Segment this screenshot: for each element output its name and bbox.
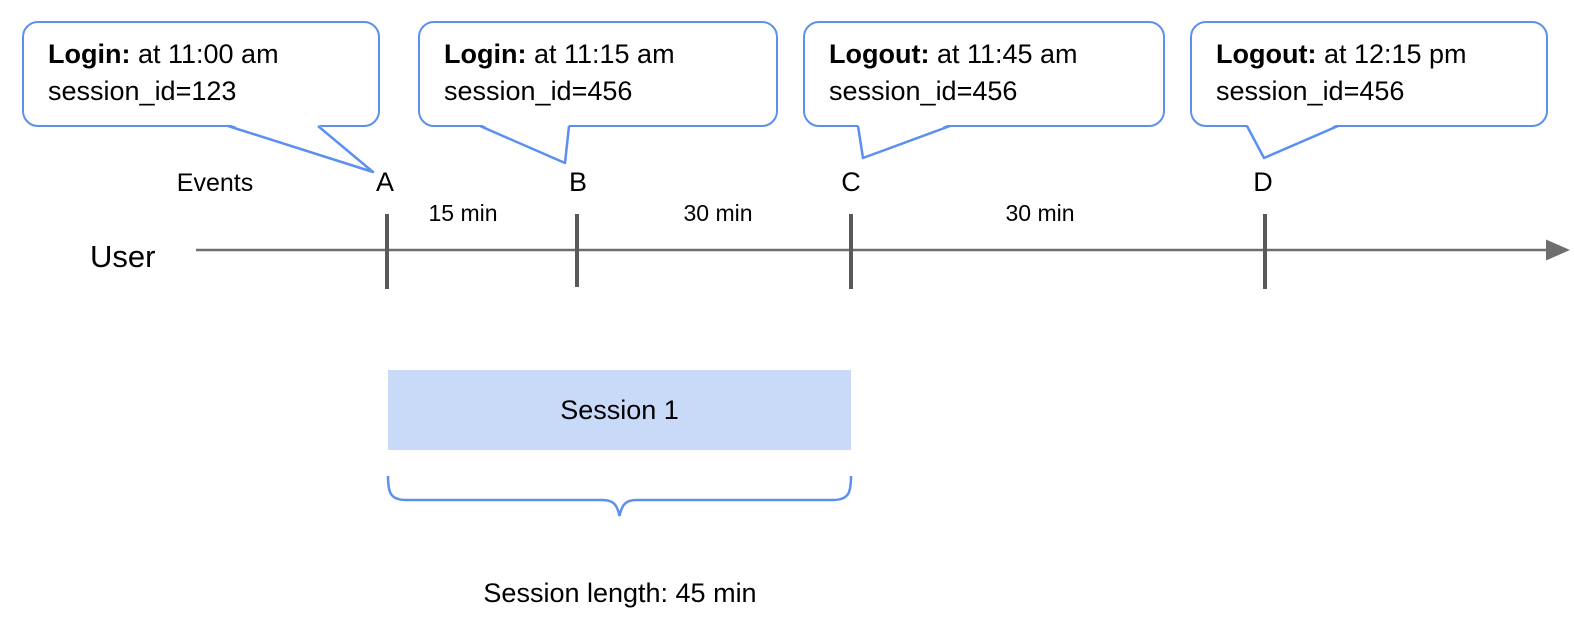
callout-session-line: session_id=456 xyxy=(1216,76,1405,106)
callout-event-line: Logout: at 12:15 pm xyxy=(1216,36,1536,73)
session-length-brace xyxy=(386,475,853,517)
callout-login-a: Login: at 11:00 am session_id=123 xyxy=(22,21,380,127)
callout-event-type: Login: xyxy=(48,39,131,69)
timeline-arrowhead-icon xyxy=(1546,239,1570,261)
callout-session-line: session_id=456 xyxy=(444,76,633,106)
callout-event-line: Logout: at 11:45 am xyxy=(829,36,1153,73)
interval-label-b-c: 30 min xyxy=(683,200,753,226)
callout-event-line: Login: at 11:00 am xyxy=(48,36,368,73)
event-marker-b: B xyxy=(568,167,588,197)
events-axis-label: Events xyxy=(176,169,254,197)
callout-event-type: Login: xyxy=(444,39,527,69)
callout-event-type: Logout: xyxy=(1216,39,1317,69)
callout-logout-c: Logout: at 11:45 am session_id=456 xyxy=(803,21,1165,127)
callout-tail-a xyxy=(227,124,375,174)
event-marker-d: D xyxy=(1253,167,1273,197)
callout-event-time: at 11:45 am xyxy=(929,39,1078,69)
event-marker-c: C xyxy=(841,167,861,197)
callout-event-type: Logout: xyxy=(829,39,930,69)
callout-session-line: session_id=123 xyxy=(48,76,237,106)
callout-session-line: session_id=456 xyxy=(829,76,1018,106)
callout-logout-d: Logout: at 12:15 pm session_id=456 xyxy=(1190,21,1548,127)
callout-tail-c xyxy=(856,124,951,160)
session-1-box: Session 1 xyxy=(388,370,851,450)
callout-tail-b xyxy=(479,124,571,165)
callout-event-line: Login: at 11:15 am xyxy=(444,36,766,73)
callout-tail-d xyxy=(1245,124,1339,160)
callout-event-time: at 11:00 am xyxy=(130,39,279,69)
callout-login-b: Login: at 11:15 am session_id=456 xyxy=(418,21,778,127)
callout-event-time: at 11:15 am xyxy=(526,39,675,69)
user-axis-label: User xyxy=(90,239,156,274)
callout-event-time: at 12:15 pm xyxy=(1316,39,1467,69)
session-length-label: Session length: 45 min xyxy=(483,578,757,608)
event-marker-a: A xyxy=(375,167,395,197)
session-1-box-label: Session 1 xyxy=(560,394,679,425)
interval-label-c-d: 30 min xyxy=(1005,200,1075,226)
interval-label-a-b: 15 min xyxy=(428,200,498,226)
